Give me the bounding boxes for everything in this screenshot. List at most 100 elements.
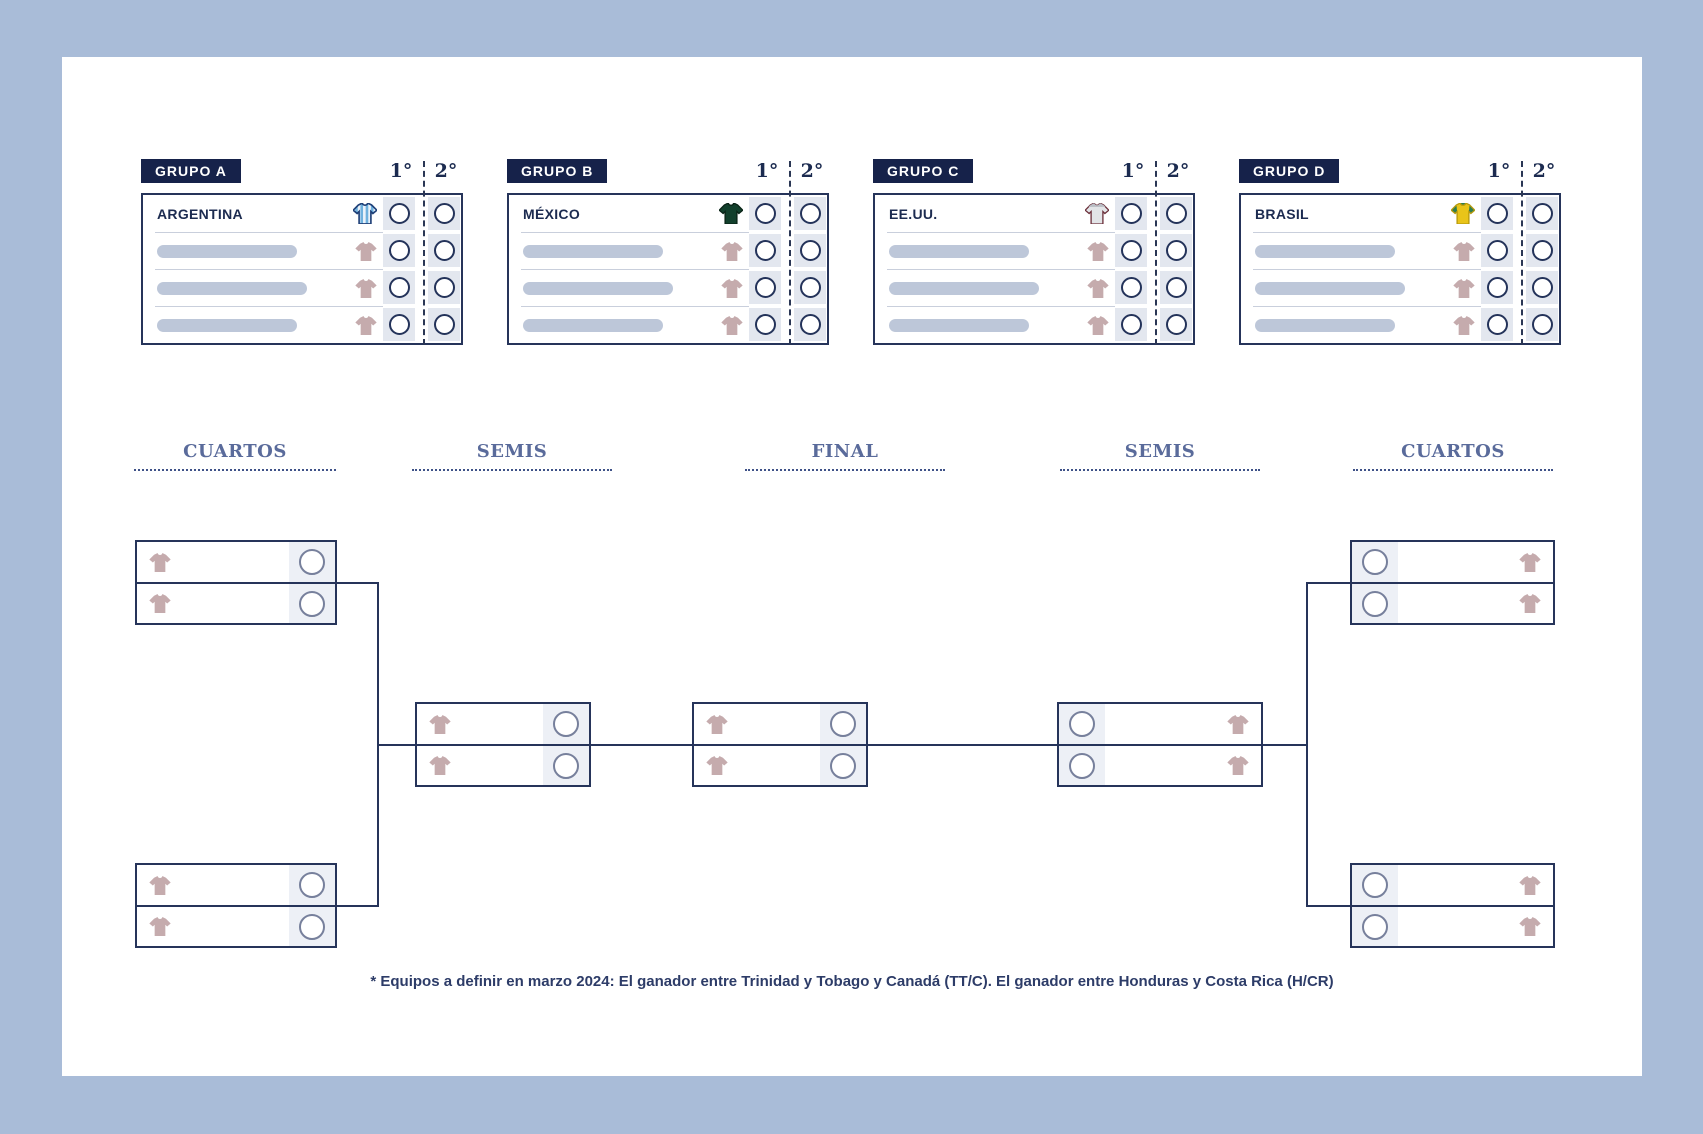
placeholder-row [1241, 269, 1559, 306]
first-place-circle[interactable] [1486, 277, 1508, 298]
second-place-circle[interactable] [433, 240, 455, 261]
first-place-circle[interactable] [1120, 314, 1142, 335]
column-divider-dashed-line [789, 161, 791, 345]
quarterfinal-match-left-top [135, 540, 337, 625]
winner-circle[interactable] [830, 752, 856, 779]
group-b-standings: MÉXICO [507, 193, 829, 345]
first-place-circle[interactable] [754, 314, 776, 335]
team-slot [1352, 905, 1553, 946]
placeholder-jersey-icon [1453, 316, 1475, 335]
first-place-circle[interactable] [1120, 240, 1142, 261]
winner-circle[interactable] [299, 590, 325, 617]
first-place-cell [1481, 197, 1513, 230]
team-name-placeholder [157, 318, 297, 332]
first-place-circle[interactable] [1120, 277, 1142, 298]
team-name-placeholder [157, 244, 297, 258]
team-name-placeholder [157, 281, 307, 295]
winner-circle[interactable] [1069, 711, 1095, 737]
second-place-cell [1526, 271, 1558, 304]
winner-circle[interactable] [1362, 913, 1388, 940]
placeholder-jersey-icon [355, 316, 377, 335]
first-place-column-header: 1° [755, 160, 779, 182]
second-place-circle[interactable] [1531, 314, 1553, 335]
winner-circle[interactable] [1362, 590, 1388, 617]
bracket-connector [1306, 582, 1352, 584]
team-slot [1059, 704, 1261, 744]
first-place-circle[interactable] [1486, 203, 1508, 224]
team-slot [1059, 744, 1261, 785]
second-place-cell [794, 234, 826, 267]
winner-circle[interactable] [1362, 872, 1388, 898]
first-place-cell [383, 197, 415, 230]
team-name-placeholder [1255, 318, 1395, 332]
second-place-circle[interactable] [1531, 240, 1553, 261]
group-b-table: GRUPO B 1° 2° MÉXICO [507, 159, 829, 345]
winner-circle[interactable] [553, 711, 579, 737]
winner-cell [543, 746, 589, 785]
round-label-cuartos-right: CUARTOS [1353, 441, 1553, 471]
team-name-placeholder [523, 244, 663, 258]
winner-circle[interactable] [1069, 752, 1095, 779]
placeholder-jersey-icon [1453, 242, 1475, 261]
second-place-circle[interactable] [799, 203, 821, 224]
second-place-circle[interactable] [433, 203, 455, 224]
second-place-circle[interactable] [433, 314, 455, 335]
first-place-circle[interactable] [388, 314, 410, 335]
quarterfinal-match-right-bottom [1350, 863, 1555, 948]
first-place-circle[interactable] [754, 203, 776, 224]
placeholder-row [875, 306, 1193, 343]
second-place-circle[interactable] [1531, 277, 1553, 298]
winner-circle[interactable] [299, 872, 325, 898]
winner-circle[interactable] [830, 711, 856, 737]
first-place-circle[interactable] [388, 203, 410, 224]
placeholder-row [509, 232, 827, 269]
first-place-cell [749, 271, 781, 304]
first-place-column-header: 1° [1121, 160, 1145, 182]
first-place-circle[interactable] [388, 277, 410, 298]
first-place-circle[interactable] [1486, 314, 1508, 335]
first-place-cell [749, 234, 781, 267]
second-place-circle[interactable] [1531, 203, 1553, 224]
column-divider-dashed-line [423, 161, 425, 345]
winner-circle[interactable] [299, 913, 325, 940]
group-a-table: GRUPO A 1° 2° ARGENTINA [141, 159, 463, 345]
winner-circle[interactable] [1362, 549, 1388, 575]
placeholder-jersey-icon [355, 279, 377, 298]
placeholder-row [1241, 232, 1559, 269]
first-place-cell [1115, 271, 1147, 304]
first-place-circle[interactable] [1120, 203, 1142, 224]
placeholder-jersey-icon [1087, 279, 1109, 298]
team-name-placeholder [1255, 244, 1395, 258]
first-place-cell [1115, 197, 1147, 230]
placeholder-jersey-icon [721, 279, 743, 298]
winner-cell [289, 907, 335, 946]
second-place-circle[interactable] [433, 277, 455, 298]
second-place-circle[interactable] [1165, 203, 1187, 224]
second-place-circle[interactable] [1165, 314, 1187, 335]
second-place-cell [428, 271, 460, 304]
winner-circle[interactable] [553, 752, 579, 779]
placeholder-row [875, 269, 1193, 306]
second-place-circle[interactable] [1165, 277, 1187, 298]
second-place-circle[interactable] [799, 277, 821, 298]
second-place-cell [1160, 234, 1192, 267]
second-place-circle[interactable] [799, 314, 821, 335]
first-place-circle[interactable] [754, 277, 776, 298]
column-divider-dashed-line [1155, 161, 1157, 345]
second-place-cell [1160, 308, 1192, 341]
team-slot [694, 704, 866, 744]
first-place-circle[interactable] [388, 240, 410, 261]
second-place-circle[interactable] [1165, 240, 1187, 261]
placeholder-jersey-icon [149, 553, 171, 572]
first-place-circle[interactable] [1486, 240, 1508, 261]
second-place-circle[interactable] [799, 240, 821, 261]
placeholder-jersey-icon [149, 917, 171, 936]
winner-circle[interactable] [299, 549, 325, 575]
footnote-text: * Equipos a definir en marzo 2024: El ga… [370, 973, 1334, 990]
second-place-cell [794, 308, 826, 341]
first-place-column-header: 1° [1487, 160, 1511, 182]
team-slot [137, 865, 335, 905]
first-place-circle[interactable] [754, 240, 776, 261]
placeholder-jersey-icon [706, 756, 728, 775]
winner-cell [543, 704, 589, 744]
